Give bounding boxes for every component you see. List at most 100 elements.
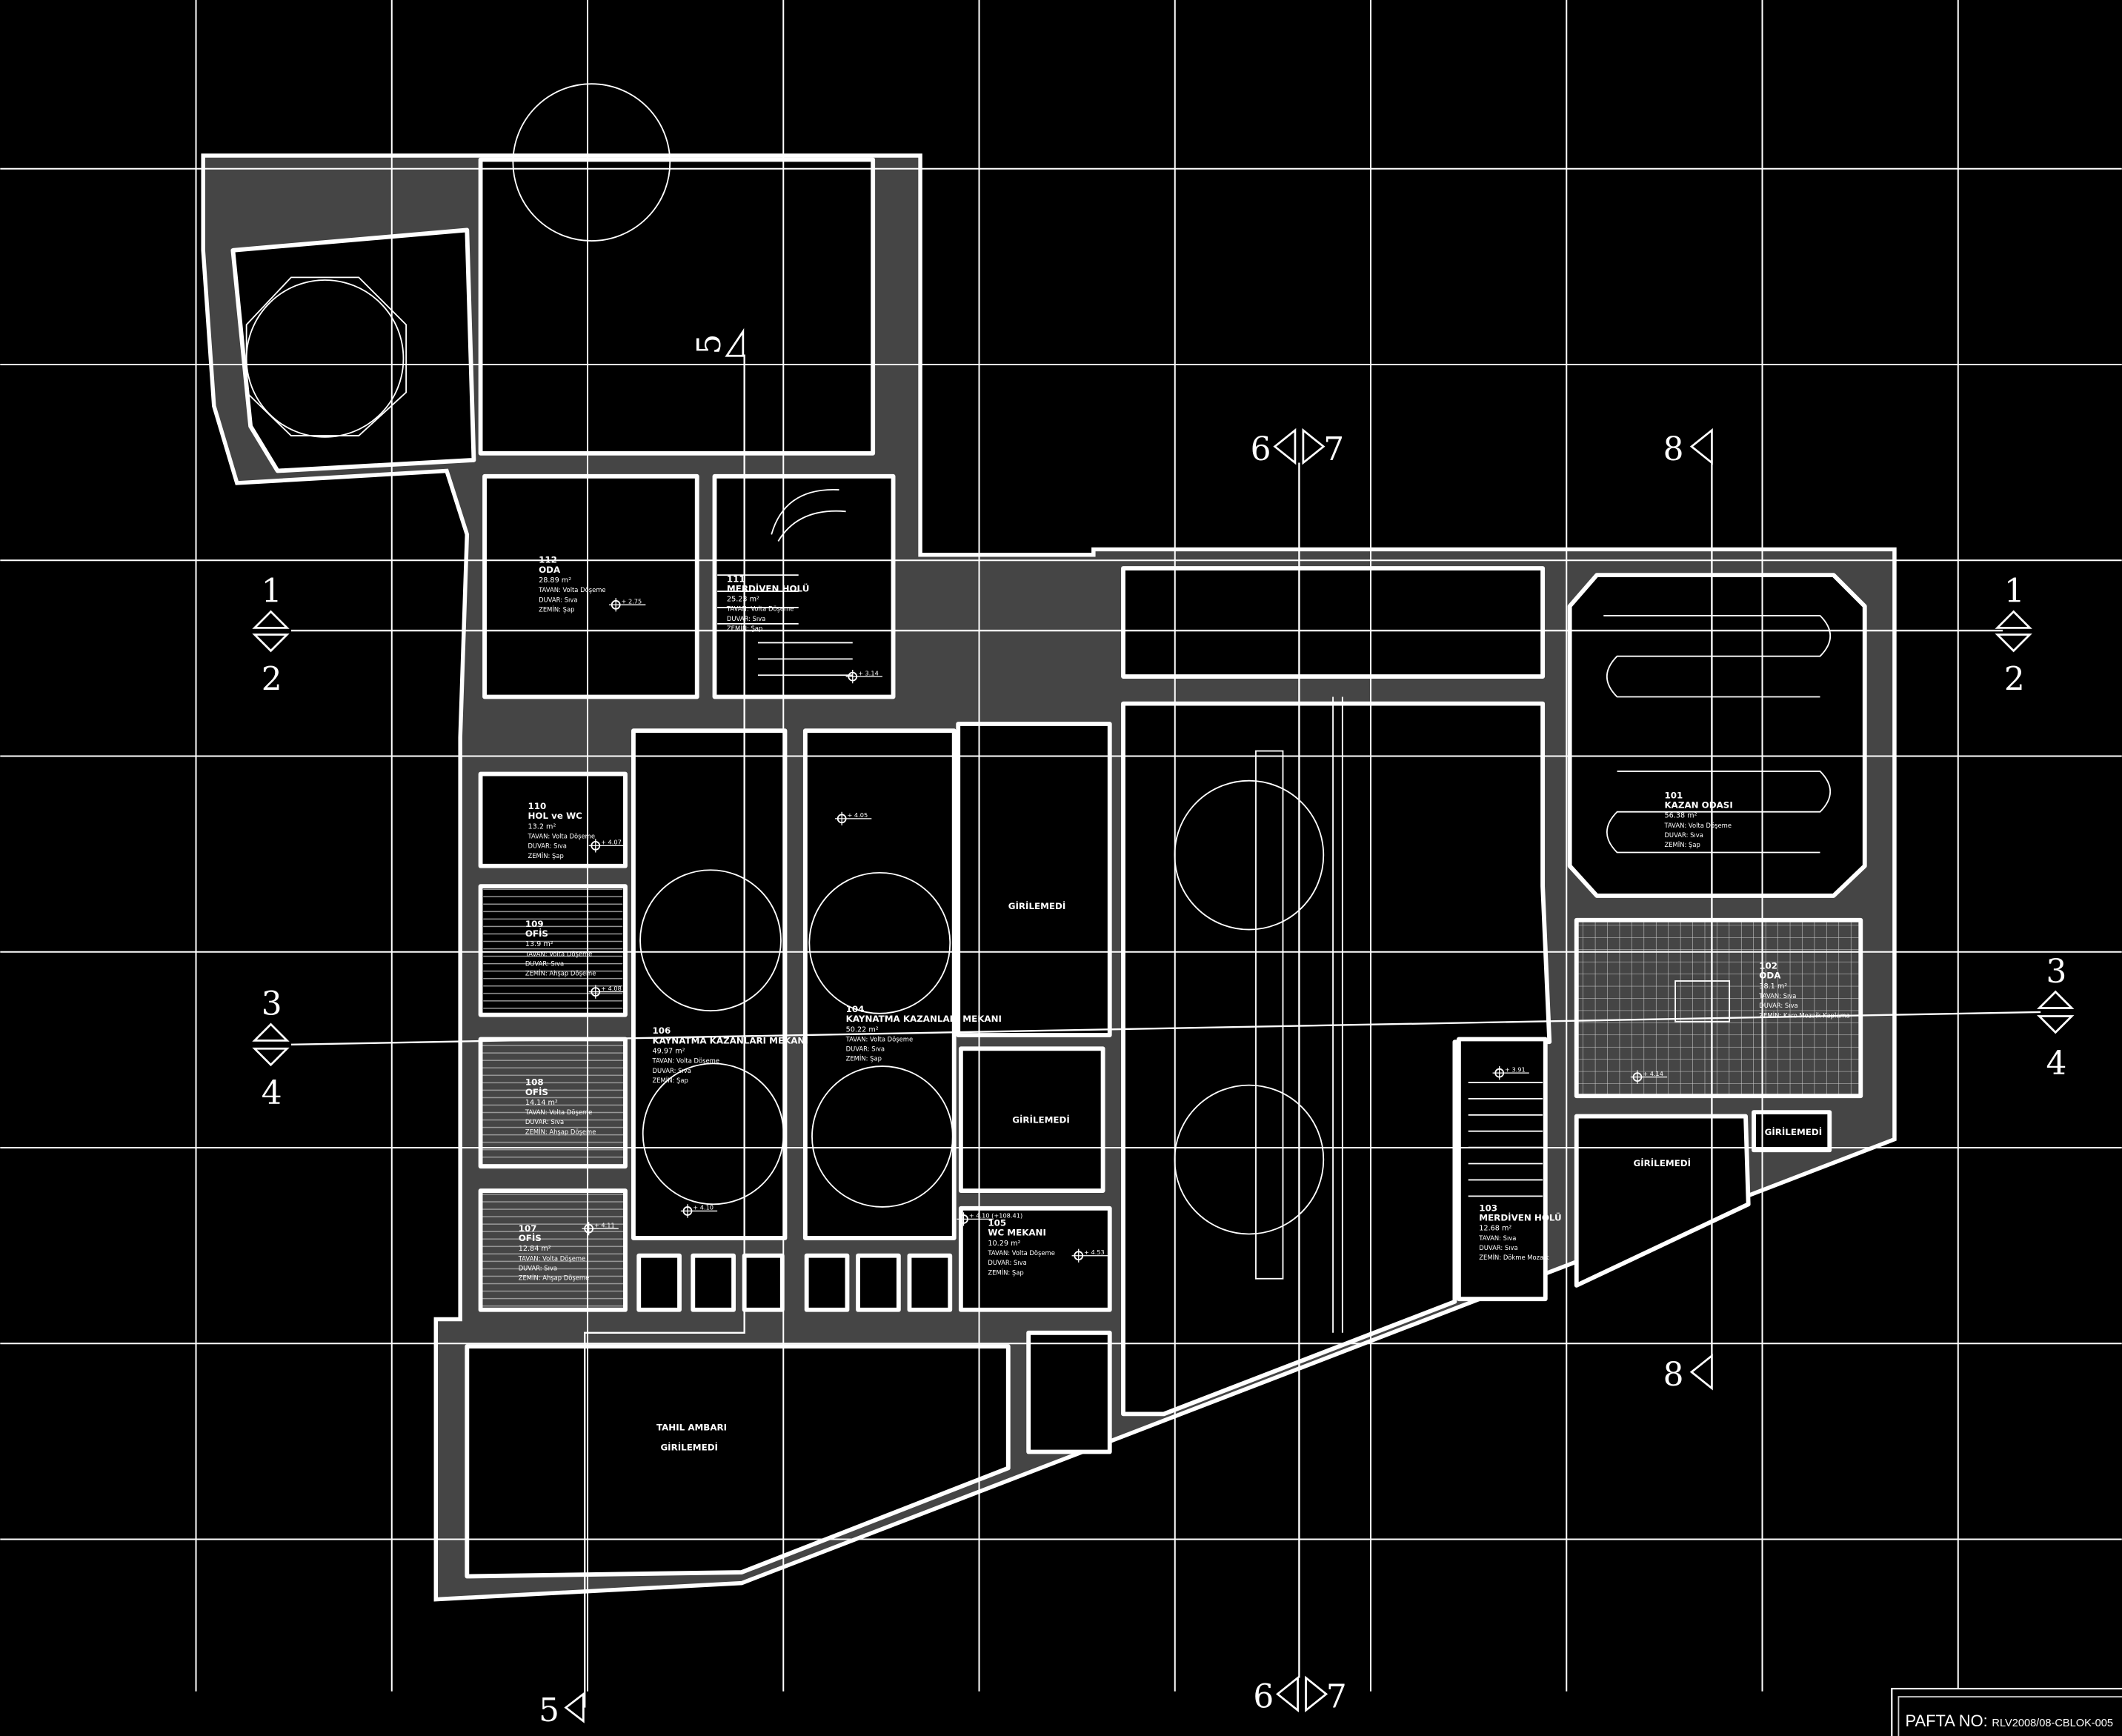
fixtures — [245, 83, 1831, 1333]
rooms — [230, 157, 1867, 1579]
room-wall: DUVAR: Sıva — [652, 1067, 691, 1074]
elevation-value: + 4.11 — [594, 1221, 615, 1228]
cauldron-circle — [639, 869, 782, 1012]
elevation-crosshair-icon — [845, 669, 882, 684]
room-area: 25.23 m² — [727, 596, 759, 604]
elevation-crosshair-icon — [680, 1204, 718, 1218]
elevation-mark: + 4.05 — [835, 811, 872, 825]
unentered-label: GİRİLEMEDİ — [1012, 1114, 1070, 1125]
stair-treads — [717, 574, 1543, 1197]
section-line-3-4 — [290, 1011, 2041, 1046]
room-wall: DUVAR: Sıva — [1479, 1244, 1517, 1251]
section-number: 3 — [262, 985, 282, 1023]
room-ceiling: TAVAN: Volta Döşeme — [726, 605, 794, 613]
room-ceiling: TAVAN: Volta Döşeme — [651, 1057, 719, 1065]
elevation-mark: + 4.10 (+108.41) — [957, 1212, 1022, 1226]
room-floor: ZEMİN: Karo Mozaik Kaplama — [1759, 1011, 1849, 1019]
room-ceiling: TAVAN: Volta Döşeme — [525, 1108, 593, 1116]
section-marker-6-7-top: 6 7 — [1251, 428, 1344, 468]
room-number: 110 — [528, 801, 546, 811]
room-name: MERDİVEN HOLÜ — [1479, 1212, 1561, 1223]
section-marker-5-bottom: 5 — [539, 1692, 585, 1729]
section-number: 5 — [539, 1692, 559, 1729]
octagon-outline — [245, 276, 408, 436]
section-marker-5-top: 5 — [691, 327, 745, 357]
room-105 — [958, 1205, 1112, 1312]
elevation-value: + 4.08 — [601, 985, 622, 992]
room-floor: ZEMİN: Dökme Mozaik — [1479, 1254, 1549, 1261]
room-ceiling: TAVAN: Volta Döşeme — [987, 1249, 1055, 1257]
room-floor: ZEMİN: Şap — [652, 1077, 688, 1084]
elevation-value: + 4.05 — [847, 811, 868, 819]
room-107 — [478, 1188, 628, 1312]
room-area: 12.84 m² — [519, 1245, 551, 1253]
room-wall: DUVAR: Sıva — [525, 1118, 564, 1125]
section-number: 6 — [1251, 430, 1271, 468]
unentered-room-upper — [956, 722, 1112, 1037]
elevation-mark: + 3.91 — [1492, 1065, 1529, 1080]
room-name: KAZAN ODASI — [1664, 800, 1732, 811]
elevation-mark: + 4.14 — [1630, 1070, 1668, 1084]
section-markers: 1 2 1 2 3 4 3 4 5 5 — [252, 327, 2075, 1729]
section-arrow-icon — [725, 327, 745, 357]
room-area: 13.9 m² — [525, 940, 553, 948]
section-arrow-icon — [1275, 1675, 1299, 1713]
elevation-value: + 4.10 (+108.41) — [969, 1212, 1022, 1220]
room-number: 105 — [988, 1218, 1006, 1228]
room-wall: DUVAR: Sıva — [727, 615, 765, 622]
elevation-crosshair-icon — [957, 1212, 994, 1226]
room-ceiling: TAVAN: Volta Döşeme — [845, 1035, 914, 1042]
room-area: 12.68 m² — [1479, 1225, 1511, 1233]
room-floor: ZEMİN: Şap — [528, 852, 563, 859]
room-number: 112 — [539, 555, 557, 565]
room-area: 14.14 m² — [525, 1099, 558, 1107]
central-hall — [1121, 701, 1552, 1417]
room-floor: ZEMİN: Ahşap Döşeme — [525, 970, 596, 977]
section-marker-1-2-left: 1 2 — [252, 573, 290, 698]
section-number: 1 — [262, 573, 282, 611]
elevation-crosshair-icon — [609, 598, 646, 612]
room-name: ODA — [539, 565, 561, 575]
elevation-crosshair-icon — [588, 839, 625, 853]
cauldron-circle — [811, 1065, 954, 1208]
section-arrow-icon — [1995, 633, 2032, 653]
room-112 — [482, 473, 699, 699]
room-number: 104 — [846, 1004, 865, 1014]
section-lines — [290, 354, 2041, 1708]
room-ceiling: TAVAN: Volta Döşeme — [518, 1254, 586, 1262]
room-number: 107 — [519, 1223, 537, 1234]
title-block: PAFTA NO: RLV2008/08-CBLOK-005 — [1891, 1687, 2122, 1736]
elevation-value: + 2.75 — [621, 597, 642, 605]
room-wall: DUVAR: Sıva — [525, 960, 564, 968]
courtyard-octagon-room — [230, 227, 476, 473]
room-108 — [478, 1037, 628, 1169]
section-number: 5 — [691, 334, 728, 355]
room-wall: DUVAR: Sıva — [539, 596, 577, 603]
room-number: 108 — [525, 1077, 544, 1088]
room-110 — [478, 771, 628, 868]
elevation-mark: + 4.07 — [588, 839, 625, 853]
elevation-marks: + 2.75+ 3.14+ 4.07+ 4.05+ 4.08+ 4.11+ 4.… — [582, 597, 1668, 1263]
section-marker-8-top: 8 — [1663, 428, 1713, 468]
room-floor: ZEMİN: Şap — [1664, 841, 1700, 848]
room-name: HOL ve WC — [528, 811, 582, 821]
elevation-crosshair-icon — [582, 1222, 619, 1236]
section-arrow-icon — [2037, 990, 2075, 1009]
elevation-value: + 4.53 — [1084, 1248, 1105, 1256]
section-number: 8 — [1663, 1356, 1684, 1394]
section-arrow-icon — [564, 1692, 585, 1723]
niche-row — [636, 1253, 953, 1312]
unentered-label: GİRİLEMEDİ — [660, 1442, 718, 1453]
section-marker-1-2-right: 1 2 — [1995, 573, 2032, 698]
section-arrow-icon — [1689, 1353, 1713, 1391]
room-ceiling: TAVAN: Volta Döşeme — [527, 833, 595, 840]
heating-coil — [1603, 615, 1831, 854]
